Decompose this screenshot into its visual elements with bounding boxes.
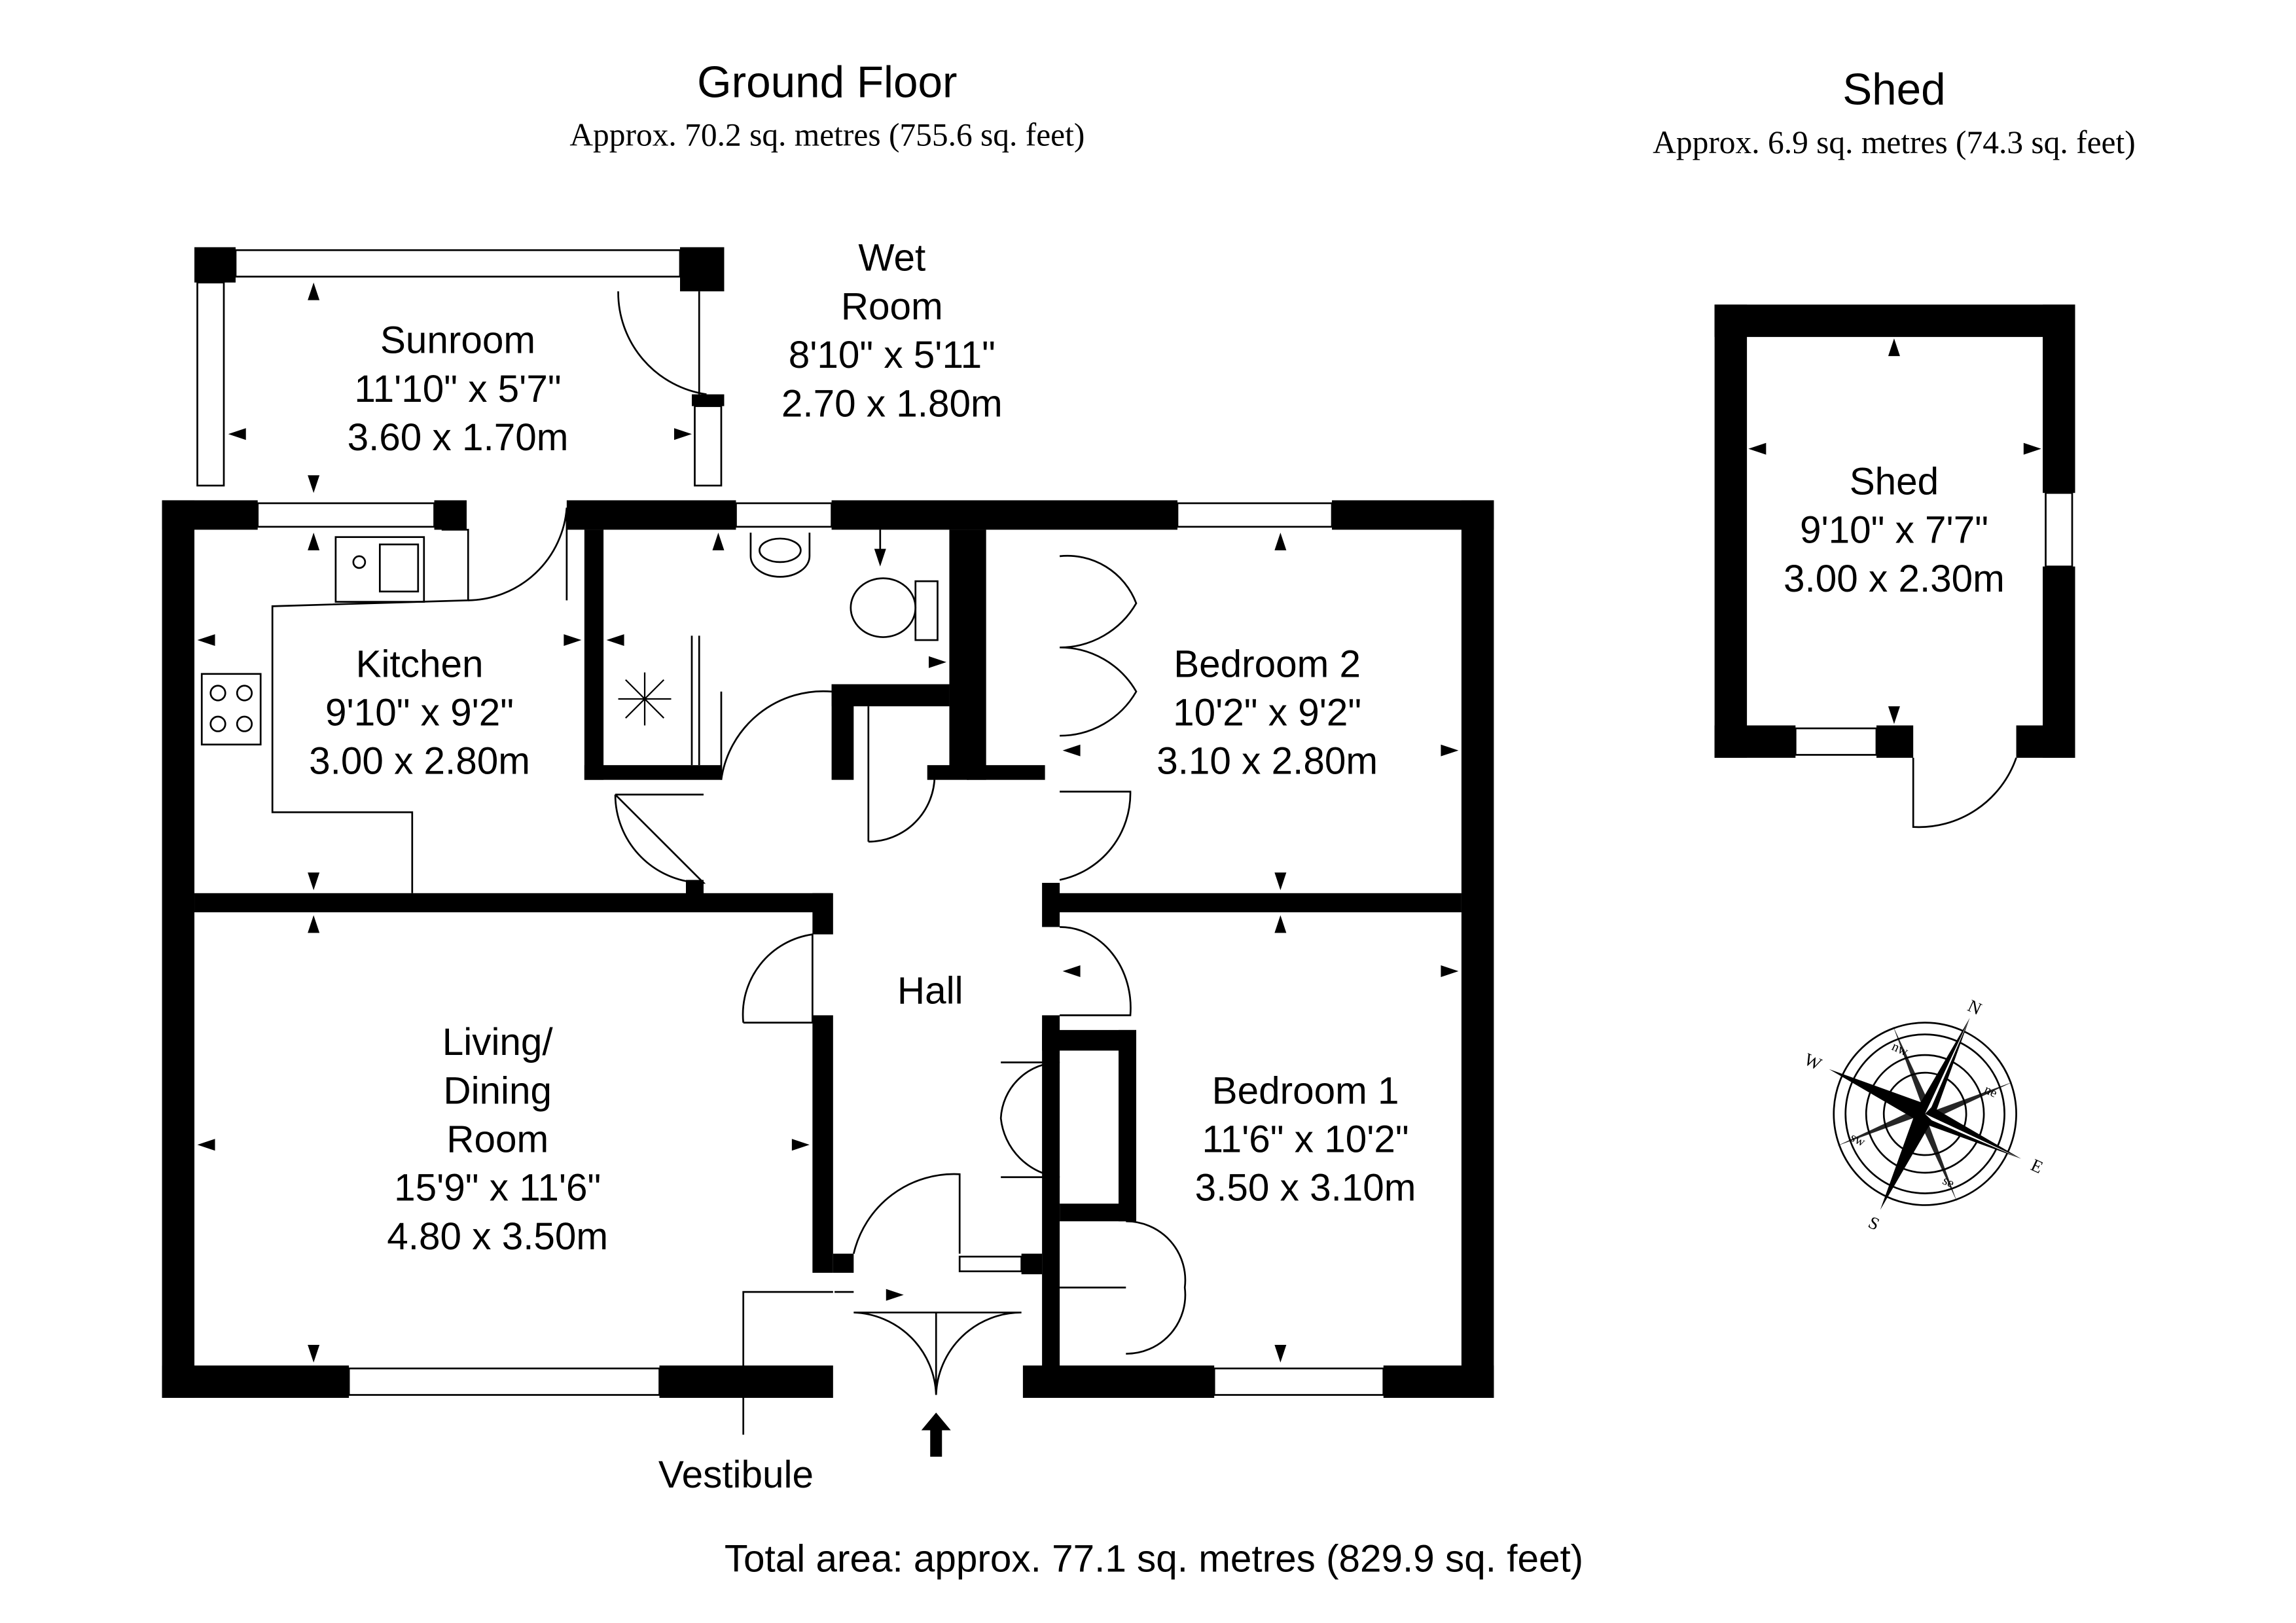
kitchen-imperial: 9'10" x 9'2" [325,691,514,734]
compass-w: W [1801,1049,1825,1074]
room-bedroom-2: Bedroom 2 10'2" x 9'2" 3.10 x 2.80m [1157,643,1378,782]
bedroom1-metric: 3.50 x 3.10m [1195,1167,1416,1209]
wet-room-name-2: Room [841,285,943,328]
room-wet-room: Wet Room 8'10" x 5'11" 2.70 x 1.80m [781,237,1003,425]
shed-name: Shed [1850,460,1939,503]
room-bedroom-1: Bedroom 1 11'6" x 10'2" 3.50 x 3.10m [1195,1069,1416,1209]
kitchen-name: Kitchen [356,643,484,685]
hall-name: Hall [897,969,963,1012]
sunroom-metric: 3.60 x 1.70m [348,416,569,459]
kitchen-metric: 3.00 x 2.80m [309,740,530,783]
wet-room-name-1: Wet [858,237,925,279]
living-name-2: Dining [443,1069,552,1112]
shed-metric: 3.00 x 2.30m [1784,558,2005,600]
compass-e: E [2028,1155,2047,1177]
room-kitchen: Kitchen 9'10" x 9'2" 3.00 x 2.80m [309,643,530,782]
dimension-arrows [197,282,2041,1363]
compass-n: N [1965,995,1984,1018]
compass-rose-icon: N E S W ne nw se sw [1801,995,2047,1234]
shed-imperial: 9'10" x 7'7" [1800,509,1988,552]
sunroom-name: Sunroom [380,319,535,362]
room-living: Living/ Dining Room 15'9" x 11'6" 4.80 x… [387,1021,608,1258]
total-area: Total area: approx. 77.1 sq. metres (829… [725,1537,1583,1580]
sunroom-walls [194,247,725,487]
living-metric: 4.80 x 3.50m [387,1215,608,1258]
main-walls [162,500,1494,1398]
living-name-3: Room [446,1118,548,1161]
living-imperial: 15'9" x 11'6" [394,1167,601,1209]
compass-s: S [1865,1212,1882,1234]
bedroom2-name: Bedroom 2 [1174,643,1361,685]
bedroom2-imperial: 10'2" x 9'2" [1173,691,1361,734]
ground-floor-title: Ground Floor [697,58,957,107]
shed-walls [1714,304,2075,829]
bedroom2-metric: 3.10 x 2.80m [1157,740,1378,783]
room-sunroom: Sunroom 11'10" x 5'7" 3.60 x 1.70m [348,319,569,459]
ground-floor-area: Approx. 70.2 sq. metres (755.6 sq. feet) [569,117,1085,153]
living-name-1: Living/ [442,1021,554,1063]
compass-ne: ne [1982,1082,2000,1101]
shed-area: Approx. 6.9 sq. metres (74.3 sq. feet) [1653,124,2136,160]
fixtures [200,507,1187,1457]
wet-room-metric: 2.70 x 1.80m [781,382,1003,425]
bedroom1-imperial: 11'6" x 10'2" [1202,1118,1409,1161]
room-shed: Shed 9'10" x 7'7" 3.00 x 2.30m [1784,460,2005,599]
wet-room-imperial: 8'10" x 5'11" [789,334,996,376]
vestibule-name: Vestibule [658,1454,814,1496]
shed-title: Shed [1842,65,1946,115]
bedroom1-name: Bedroom 1 [1212,1069,1399,1112]
sunroom-imperial: 11'10" x 5'7" [354,368,561,410]
